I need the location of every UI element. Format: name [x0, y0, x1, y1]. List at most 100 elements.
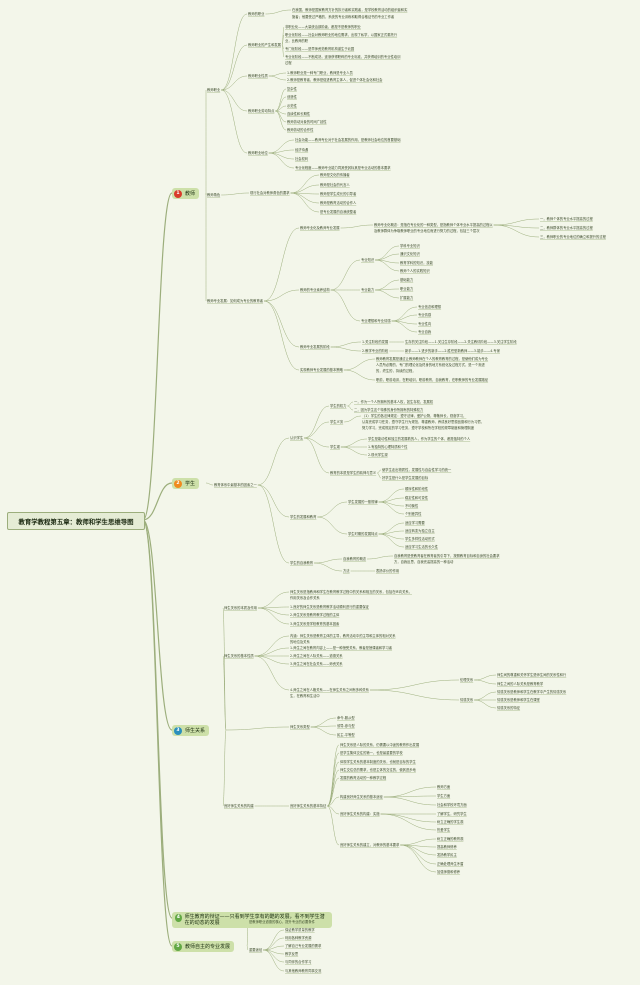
branch-label: 师生关系 — [185, 728, 206, 734]
connector-r2b — [254, 647, 290, 657]
topic-node-t1e4: 专业化程度——教师专业能力同其受其标其是专业活动的基本要求 — [295, 165, 391, 170]
connector-s3b — [314, 562, 343, 572]
connector-r4d2 — [400, 844, 437, 848]
connector-t3d1 — [343, 358, 376, 371]
topic-node-t3b2a: 基础能力 — [400, 277, 414, 282]
topic-node-r2r2b: 情感关系是教师和学生在课堂 — [497, 697, 540, 702]
connector-r2r1a — [474, 674, 497, 681]
topic-node-t3d1c: 的，终生的，持续的过程， — [376, 368, 416, 373]
connector-r2r2 — [369, 689, 460, 701]
topic-node-r4a3: 体现学生关系的基本制度的关系，也就是目标的学生 — [340, 759, 416, 764]
topic-node-s2b: 学生时期的发展特点 — [348, 531, 378, 536]
connector-s2b3 — [378, 533, 405, 540]
connector-r4c — [327, 805, 340, 815]
connector-r1c — [257, 607, 290, 616]
connector-r4d5 — [400, 844, 437, 873]
topic-node-t3c2: 2.教学专业的阶段 — [362, 348, 389, 353]
topic-node-t1e1: 社会功能——教师专业对于社会发展的作用，是教师社会地位的首要基础 — [295, 137, 401, 142]
topic-node-s2a2: 稳定性和可变性 — [405, 495, 429, 500]
topic-node-t3b1a: 学科专业知识 — [400, 243, 420, 248]
topic-node-r4a: 良好师生关系的基本特征 — [290, 803, 327, 808]
branch-label: 教师 — [185, 191, 196, 197]
topic-node-s2b1: 适应学习需要 — [405, 520, 425, 525]
topic-node-t1d2: 创造性 — [287, 94, 297, 99]
topic-node-t3a1b: 及教师群体为争取教师职业的专业地位而进行努力的过程，包括三个层次 — [374, 228, 480, 233]
connector-s1c — [304, 437, 330, 448]
topic-node-r2e: 4.师生之间在人格关系——在师生关系之间有多种关系 — [290, 687, 369, 692]
topic-node-r2r1: 伦理关系 — [460, 677, 474, 682]
connector-t3b3a — [391, 306, 418, 322]
topic-node-s1a1: 一，作为一个人所拥有的基本人权，如生存权，发展权 — [354, 399, 434, 404]
topic-node-s1b1: （1）学生的各法律规定：遵守法律，爱护公物，尊敬师长，勤奋学习， — [362, 413, 467, 418]
connector-t1e — [221, 89, 248, 154]
topic-node-r2r2a: 情感关系是教师和学生在教学中产生的情感关系 — [497, 689, 567, 694]
connector-t3b2a — [375, 279, 400, 291]
topic-node-t3b1d: 教师个人的实践知识 — [400, 268, 430, 273]
topic-node-t1d1: 复杂性 — [287, 86, 297, 91]
connector-r2 — [222, 655, 227, 731]
connector-s3a1 — [367, 555, 394, 560]
connector-r4a1 — [327, 744, 340, 807]
topic-node-f2f: 与其他教师教育同事交流 — [285, 968, 322, 973]
topic-node-s2b4: 适应学习生活的长久性 — [405, 544, 438, 549]
topic-node-r3: 师生关系类型 — [290, 724, 310, 729]
connector-t1b4 — [281, 44, 285, 58]
topic-node-s2a: 学生发展的一般规律 — [348, 499, 378, 504]
topic-node-r3c: 民主-平等型 — [337, 732, 355, 737]
topic-node-t3a1: 教师专业化概念：是指在专业化的一种类型，是指教师个体专业水平提高的过程以 — [374, 222, 493, 227]
topic-node-s1d1: 使学生走出物质性，发展性与自由性学习的统一 — [382, 467, 452, 472]
connector-r4 — [222, 729, 227, 807]
topic-node-s2a3: 不均衡性 — [405, 503, 419, 508]
topic-node-f2c: 了解自己专业发展的需求 — [285, 943, 322, 948]
connector-s1a2 — [347, 405, 354, 411]
connector-s2a4 — [378, 501, 405, 515]
topic-node-f2b: 利用各种教学资源 — [285, 935, 312, 940]
topic-node-t3b: 教师的专业素养结构 — [300, 287, 330, 292]
topic-node-s2b2: 适应转变为独立自主 — [405, 528, 435, 533]
connector-r2r1 — [369, 679, 460, 691]
topic-node-r4a2: 是学生集体交往的第一，也是最重要的学校 — [340, 750, 403, 755]
topic-node-s1: 认识学生 — [290, 435, 304, 440]
topic-node-s2b3: 学生多样性活动形式 — [405, 536, 435, 541]
topic-node-t2a3: 教师是学生成长的引导者 — [320, 191, 357, 196]
topic-node-t3c2a: 新手——1.进步的新手——2.胜任型新教师——3.能手——4.专家 — [405, 348, 501, 353]
topic-node-s1c: 学生观 — [330, 444, 340, 449]
connector-root-b5 — [142, 519, 173, 947]
topic-node-f2: 重要途径 — [249, 947, 263, 952]
connector-t1d4 — [275, 110, 287, 115]
topic-node-r1d: 3.师生关系是学校教育的基本因素 — [290, 621, 340, 626]
connector-r4d3 — [400, 844, 437, 856]
connector-r4a2 — [327, 752, 340, 807]
topic-node-t1a2: 施者；他要受过严格的，系统的专业训练和取得合格证书的专业工作者 — [292, 14, 395, 19]
topic-node-t3a: 教师专业化及教师专业发展 — [300, 225, 340, 230]
topic-node-r2r2c: 情感关系的特征 — [497, 705, 521, 710]
topic-node-f2e: 与同伴的合作学习 — [285, 959, 312, 964]
connector-r1a — [257, 591, 290, 609]
connector-root-b2 — [142, 482, 173, 521]
topic-node-r4d1: 树立正确的教育观 — [437, 836, 464, 841]
connector-t1c — [221, 75, 248, 91]
topic-node-t3a1d: 二，教师群体的专业水平提高的过程 — [540, 225, 593, 230]
topic-node-r2r1b: 师生之间的人际关系是教育教学 — [497, 681, 544, 686]
topic-node-t2a5: 是专业发展的自我统整者 — [320, 209, 357, 214]
connector-t1d1 — [275, 88, 287, 112]
branch-teacher-student-relation: 3 师生关系 — [172, 725, 210, 736]
topic-node-r4b3: 社会和学校环境方面 — [437, 802, 467, 807]
connector-s2 — [257, 484, 290, 518]
connector-t3a — [264, 227, 300, 302]
topic-node-s1d: 教育的本质是学生的精神与意义 — [330, 470, 377, 475]
connector-r2r2c — [474, 699, 497, 709]
connector-r2a — [254, 635, 290, 657]
connector-f2c — [263, 945, 285, 951]
connector-t1d2 — [275, 96, 287, 112]
topic-node-t3d: 实现教师专业发展的基本策略 — [300, 367, 343, 372]
connector-s2a2 — [378, 497, 405, 503]
branch-label: 教师自主的专业发展 — [185, 944, 231, 950]
connector-r4d1 — [400, 838, 437, 846]
connector-s2a3 — [378, 501, 405, 507]
connector-r3a — [310, 717, 337, 728]
connector-t1b1 — [281, 26, 285, 46]
topic-node-t1b4b: 过程 — [285, 60, 292, 65]
topic-node-t1e3: 社会权利 — [295, 156, 309, 161]
